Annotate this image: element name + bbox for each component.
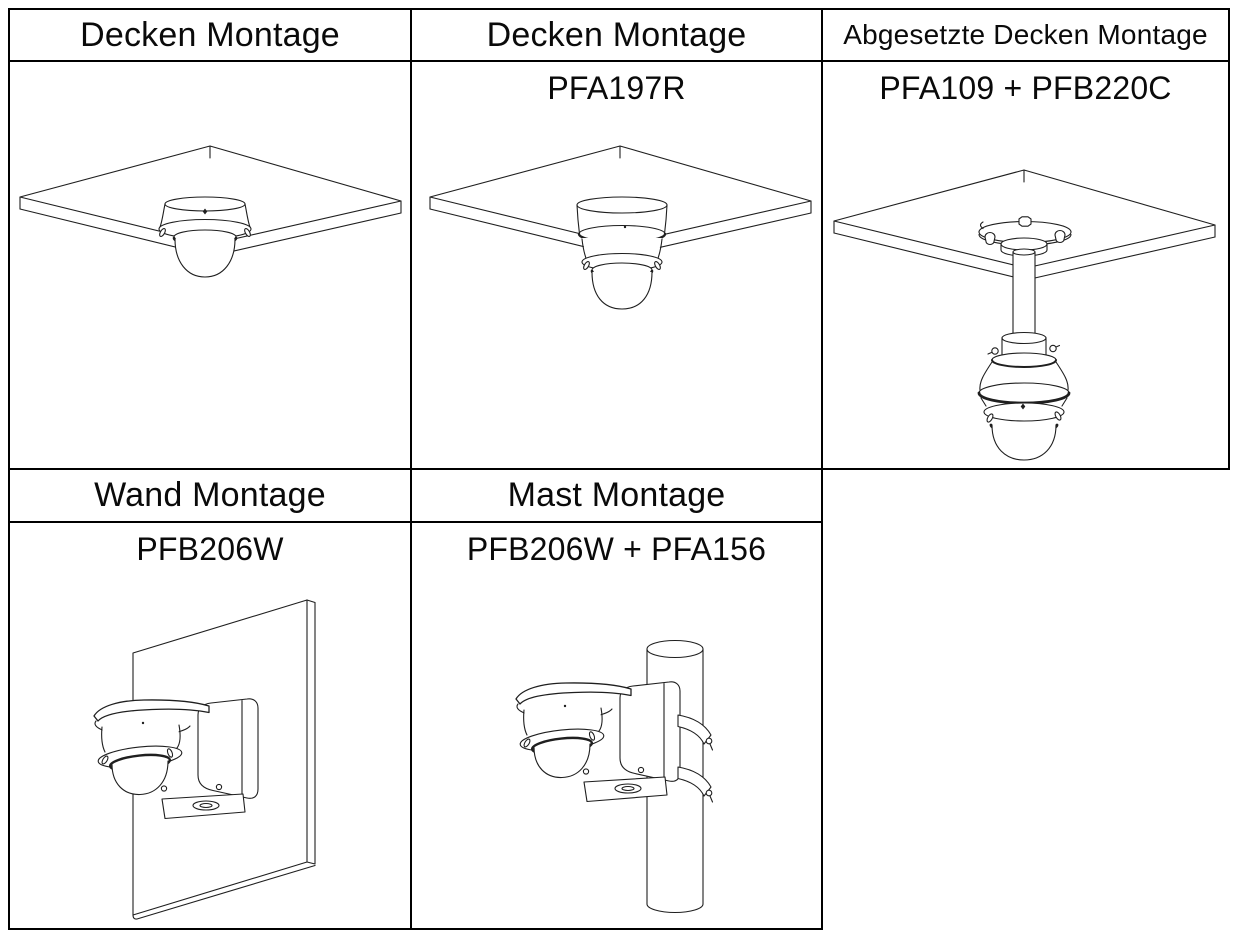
dome-camera xyxy=(157,195,253,279)
pole-straps xyxy=(677,714,714,803)
wall-mount-camera-drawing xyxy=(92,599,316,920)
wall-panel xyxy=(132,599,316,920)
pendant-pole-and-dome-camera xyxy=(977,216,1072,461)
cell-decken-montage: Decken Montage xyxy=(8,8,412,470)
mount-accessory-model: PFA109 + PFB220C xyxy=(879,70,1172,106)
mount-accessory-model: PFB206W + PFA156 xyxy=(466,531,767,567)
cell-content: PFB206W xyxy=(10,523,410,928)
cell-content: PFB206W + PFA156 xyxy=(412,523,821,928)
ceiling-adapter-dome-camera-drawing xyxy=(429,145,812,311)
mount-accessory-model: PFB206W xyxy=(136,531,284,567)
cell-content: PFA197R xyxy=(412,62,821,468)
mount-accessory-model: PFA197R xyxy=(547,70,686,106)
cell-wand-montage: Wand Montage PFB206W xyxy=(8,468,412,930)
pole-mount-camera-drawing xyxy=(514,639,714,914)
ceiling-dome-camera-drawing xyxy=(19,145,402,279)
dome-camera-with-adapter xyxy=(575,195,669,311)
wall-bracket-dome-camera xyxy=(92,697,260,820)
cell-content: PFA109 + PFB220C xyxy=(823,62,1228,468)
cell-decken-montage-pfa197r: Decken Montage PFA197R xyxy=(410,8,823,470)
mount-type-header: Decken Montage xyxy=(10,10,410,62)
pole-bracket-dome-camera xyxy=(514,680,682,803)
pendant-mount-camera-drawing xyxy=(833,169,1216,461)
cell-abgesetzte-decken-montage: Abgesetzte Decken Montage PFA109 + PFB22… xyxy=(821,8,1230,470)
cell-mast-montage: Mast Montage PFB206W + PFA156 xyxy=(410,468,823,930)
mount-type-header: Wand Montage xyxy=(10,470,410,523)
mount-type-header: Abgesetzte Decken Montage xyxy=(823,10,1228,62)
cell-content xyxy=(10,62,410,468)
mount-type-header: Decken Montage xyxy=(412,10,821,62)
mount-type-header: Mast Montage xyxy=(412,470,821,523)
